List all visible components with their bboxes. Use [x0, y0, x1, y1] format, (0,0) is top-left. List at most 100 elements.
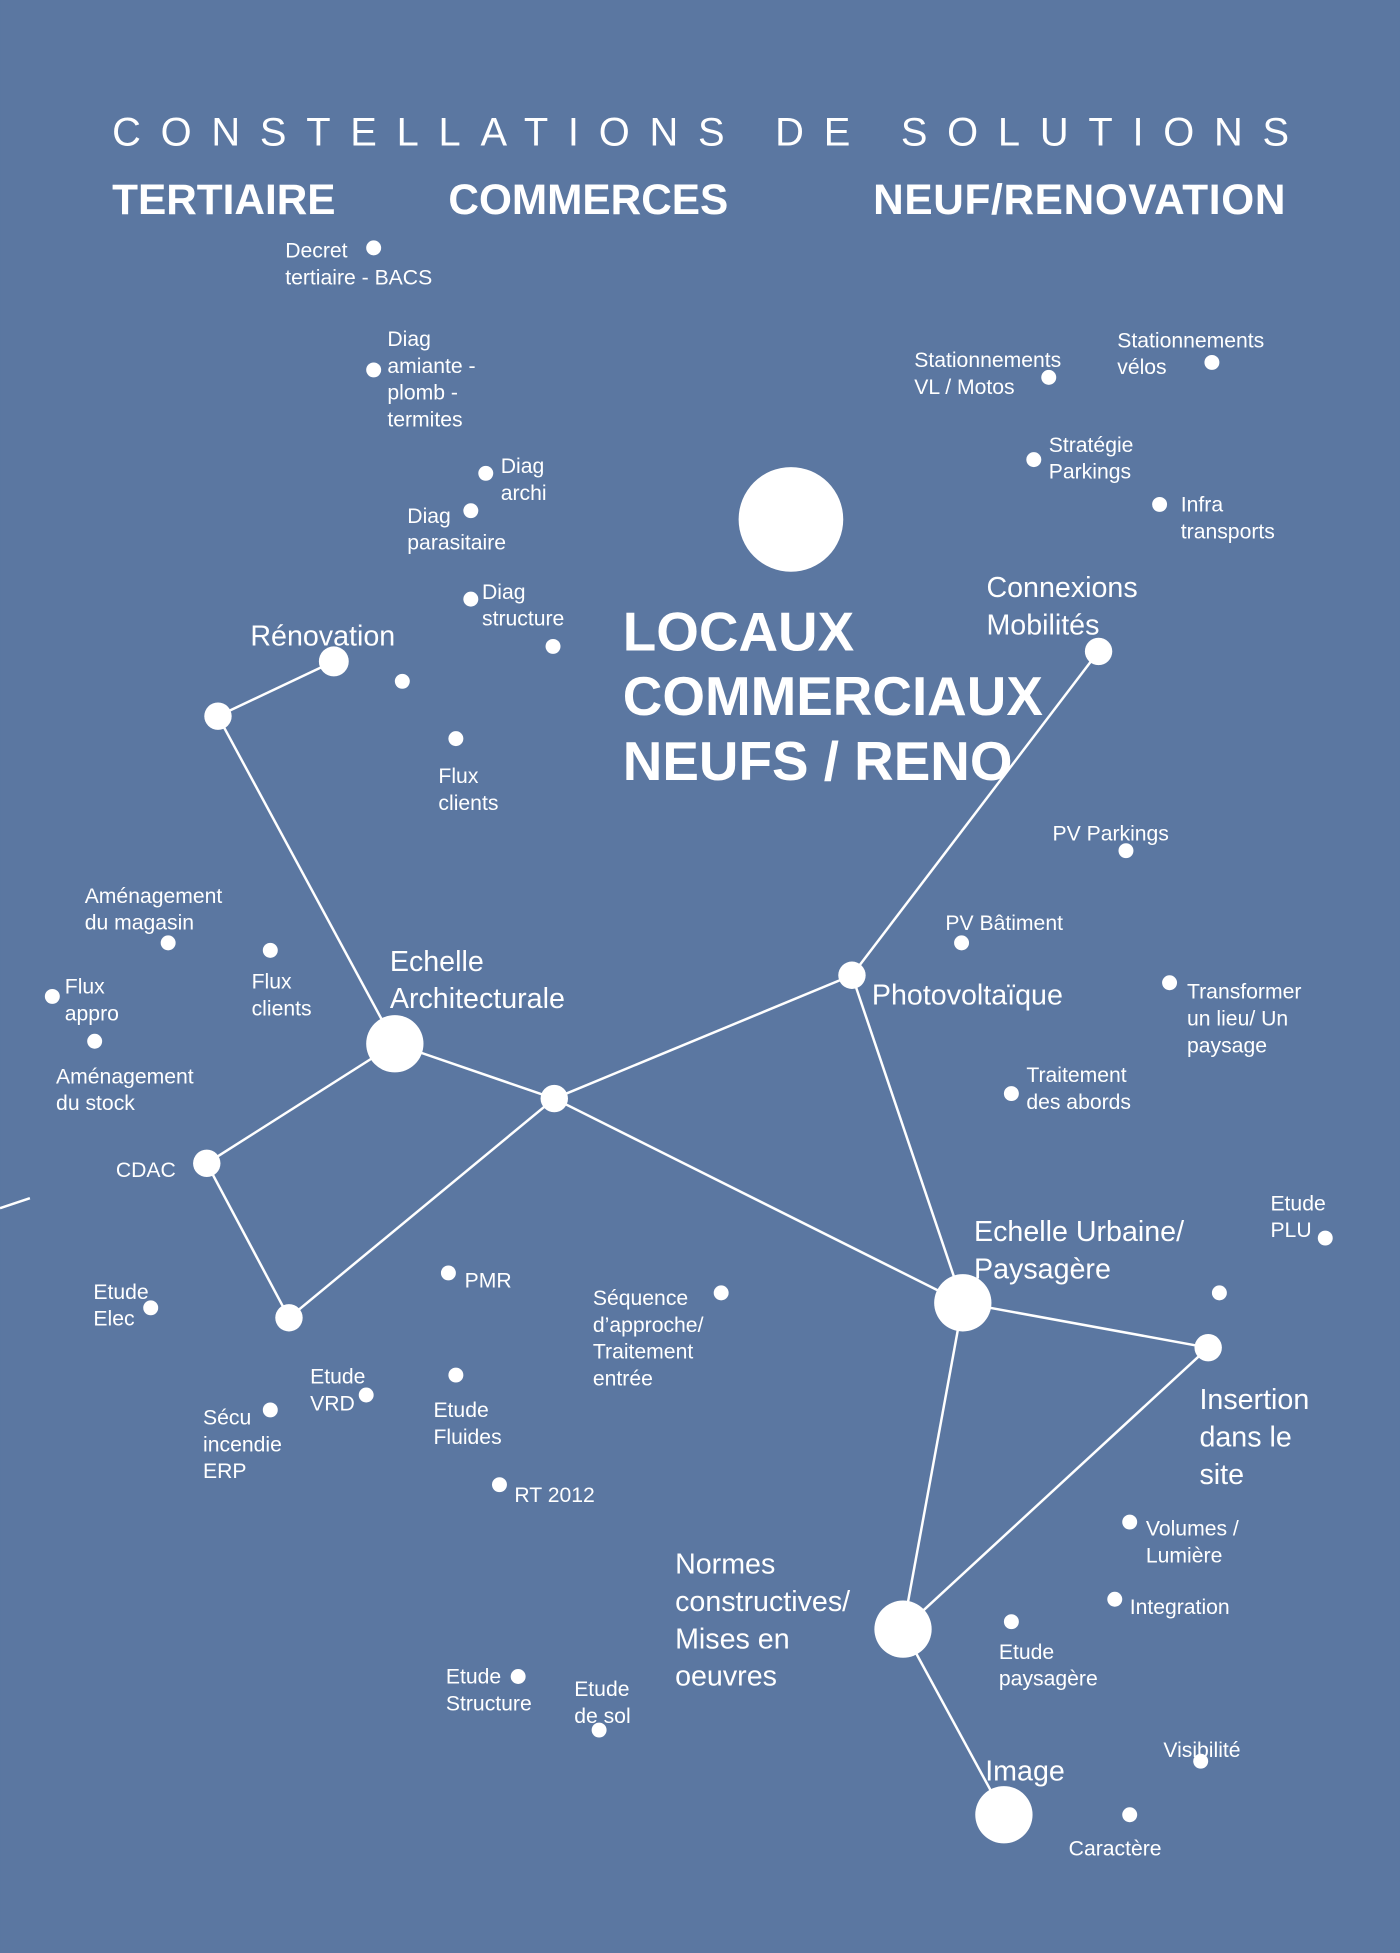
label-line: Stationnements — [914, 349, 1061, 372]
label-line: oeuvres — [675, 1660, 777, 1692]
label-line: dans le — [1199, 1421, 1291, 1453]
dot-caractere — [1122, 1807, 1138, 1823]
edge-mid-urb — [553, 1097, 964, 1304]
edge-urb-ins — [962, 1301, 1209, 1349]
dot-pmr — [440, 1265, 456, 1281]
label-paysagere: Etude paysagère — [999, 1640, 1098, 1690]
label-volumes: Volumes /Lumière — [1146, 1517, 1239, 1567]
label-line: LOCAUX — [623, 601, 855, 663]
label-line: Diag — [482, 580, 526, 603]
label-line: Stationnements — [1117, 329, 1264, 352]
label-line: paysagère — [999, 1667, 1098, 1690]
label-integration: Integration — [1130, 1596, 1230, 1619]
label-line: Séquence — [593, 1287, 688, 1310]
label-line: NEUFS / RENO — [623, 730, 1013, 792]
edge-ren1-ren2 — [217, 660, 335, 718]
label-line: PV Bâtiment — [945, 912, 1063, 935]
label-line: Aménagement — [85, 884, 223, 907]
dot-rt — [491, 1477, 507, 1493]
label-line: Photovoltaïque — [872, 979, 1063, 1011]
label-line: archi — [501, 481, 547, 504]
label-renovation: Rénovation — [250, 620, 395, 652]
dot-infra — [1152, 496, 1168, 512]
node-conn — [1084, 637, 1113, 666]
dot-plu — [1317, 1230, 1333, 1246]
dot-diagarchi — [478, 465, 494, 481]
dot-strategie — [1026, 452, 1042, 468]
label-line: Fluides — [433, 1426, 501, 1449]
dot-statvl — [1041, 369, 1057, 385]
label-line: Infra — [1181, 493, 1224, 516]
label-line: du magasin — [85, 911, 194, 934]
label-line: Image — [985, 1755, 1065, 1787]
label-line: Etude — [446, 1665, 501, 1688]
edge-cdac-low — [205, 1162, 291, 1319]
label-line: Mises en — [675, 1623, 790, 1655]
label-line: Flux — [438, 765, 478, 788]
nodes — [44, 240, 1333, 1844]
label-pvparkings: PV Parkings — [1052, 822, 1168, 845]
dot-vrd — [358, 1387, 374, 1403]
label-line: Diag — [387, 328, 431, 351]
label-line: Diag — [407, 504, 451, 527]
label-visibilite: Visibilité — [1163, 1739, 1240, 1762]
edge-low-mid — [288, 1097, 556, 1319]
dot-structure — [510, 1669, 526, 1684]
node-ins — [1194, 1333, 1222, 1362]
label-line: Transformer — [1187, 980, 1301, 1003]
label-line: Flux — [252, 970, 292, 993]
label-line: Architecturale — [390, 983, 565, 1015]
dot-decret — [366, 240, 382, 256]
label-line: Normes — [675, 1548, 775, 1580]
label-line: COMMERCIAUX — [623, 666, 1044, 728]
dot-pvparkings — [1118, 843, 1134, 859]
edge-urb-norm — [901, 1302, 965, 1630]
dot-fluides — [448, 1367, 464, 1383]
label-line: site — [1199, 1459, 1244, 1491]
edge-norm-img — [901, 1628, 1006, 1816]
label-insertion: Insertion dans le site — [1199, 1384, 1309, 1491]
main-title: CONSTELLATIONS DE SOLUTIONS — [112, 111, 1289, 155]
label-pmr: PMR — [465, 1269, 512, 1292]
dot-visibilite — [1193, 1753, 1209, 1769]
dot-unlabeled-1 — [394, 673, 410, 689]
dot-parasitaire — [463, 503, 479, 519]
label-line: Etude — [1270, 1192, 1325, 1215]
label-line: tertiaire - BACS — [285, 266, 432, 289]
node-mid — [540, 1084, 568, 1113]
label-line: Etude — [999, 1640, 1054, 1663]
label-caractere: Caractère — [1069, 1837, 1162, 1860]
node-cdac — [193, 1149, 221, 1178]
node-ren1 — [318, 646, 349, 677]
node-norm — [874, 1600, 932, 1658]
dot-fluxclients2 — [262, 942, 278, 958]
node-urb — [934, 1274, 992, 1332]
label-line: PLU — [1270, 1219, 1311, 1242]
label-line: des abords — [1026, 1091, 1131, 1114]
label-line: Traitement — [593, 1340, 693, 1363]
label-line: PV Parkings — [1052, 822, 1168, 845]
label-line: amiante - — [387, 354, 475, 377]
dot-unlabeled-2 — [1211, 1285, 1227, 1301]
subtitle-commerces: COMMERCES — [448, 176, 728, 223]
label-line: Insertion — [1199, 1384, 1309, 1416]
dot-amenagmagasin — [160, 935, 176, 951]
